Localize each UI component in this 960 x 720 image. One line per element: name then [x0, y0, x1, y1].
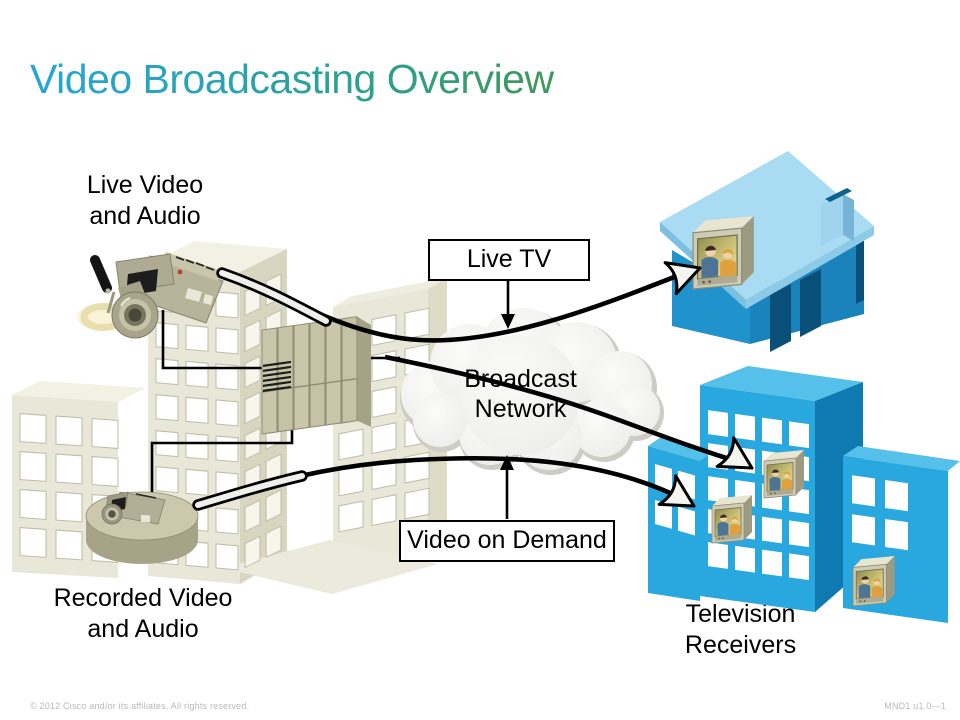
window	[91, 418, 119, 449]
window	[215, 363, 239, 391]
window	[371, 386, 397, 419]
window	[55, 453, 83, 485]
window	[55, 491, 83, 523]
mini-camera-icon	[101, 491, 166, 525]
footer-slide-id: MND1 u1.0—1	[884, 701, 946, 711]
broadcast-cloud	[400, 308, 664, 475]
window	[762, 417, 782, 445]
label-recorded-video-audio: Recorded Video and Audio	[53, 584, 233, 643]
window	[155, 322, 179, 350]
window	[885, 479, 908, 512]
switch-icon	[261, 316, 371, 435]
window	[91, 456, 119, 487]
window	[404, 487, 430, 520]
window	[708, 476, 728, 503]
video-on-demand-box: Video on Demand	[399, 520, 615, 562]
window	[789, 421, 809, 449]
window	[852, 514, 875, 546]
window	[185, 396, 209, 424]
window	[265, 489, 282, 523]
window	[852, 475, 875, 507]
window	[655, 500, 672, 529]
window-grid	[155, 286, 239, 571]
window	[155, 466, 179, 494]
window	[735, 545, 755, 573]
window	[19, 489, 47, 520]
window	[55, 415, 83, 447]
window	[215, 327, 239, 355]
window	[185, 324, 209, 352]
chimney	[821, 188, 854, 246]
window	[789, 520, 809, 548]
window	[762, 516, 782, 544]
flow-arrows	[192, 250, 762, 522]
window	[735, 413, 755, 441]
window	[19, 413, 47, 444]
label-live-video-audio: Live Video and Audio	[86, 171, 204, 230]
window	[155, 394, 179, 422]
window	[215, 291, 239, 319]
window	[371, 314, 397, 347]
window	[55, 529, 83, 561]
window	[244, 391, 261, 425]
window	[215, 507, 239, 535]
window	[371, 494, 397, 527]
page-title: Video Broadcasting Overview	[30, 56, 554, 102]
window	[762, 549, 782, 577]
window	[655, 464, 672, 493]
window	[265, 525, 282, 559]
window	[708, 410, 728, 437]
window	[404, 451, 430, 484]
window	[19, 527, 47, 558]
window	[244, 499, 261, 533]
window	[155, 358, 179, 386]
window	[885, 518, 908, 551]
window	[244, 535, 261, 569]
window	[244, 319, 261, 353]
window	[371, 350, 397, 383]
window	[404, 307, 430, 340]
window	[338, 500, 364, 533]
office-buildings-icon	[12, 241, 447, 594]
window	[185, 360, 209, 388]
window	[185, 432, 209, 460]
window	[185, 468, 209, 496]
apartment-buildings-icon	[648, 366, 960, 623]
window	[215, 435, 239, 463]
window	[215, 543, 239, 571]
window	[678, 506, 695, 536]
window	[338, 428, 364, 461]
live-tv-box: Live TV	[428, 239, 590, 281]
house-icon	[660, 151, 874, 352]
window	[789, 553, 809, 581]
footer-copyright: © 2012 Cisco and/or its affiliates. All …	[30, 701, 250, 711]
window	[19, 451, 47, 482]
video-camera-icon	[77, 252, 224, 339]
window	[371, 422, 397, 455]
window	[215, 399, 239, 427]
window	[708, 542, 728, 569]
storage-disk-icon	[85, 491, 199, 564]
vent-grille	[263, 360, 291, 392]
